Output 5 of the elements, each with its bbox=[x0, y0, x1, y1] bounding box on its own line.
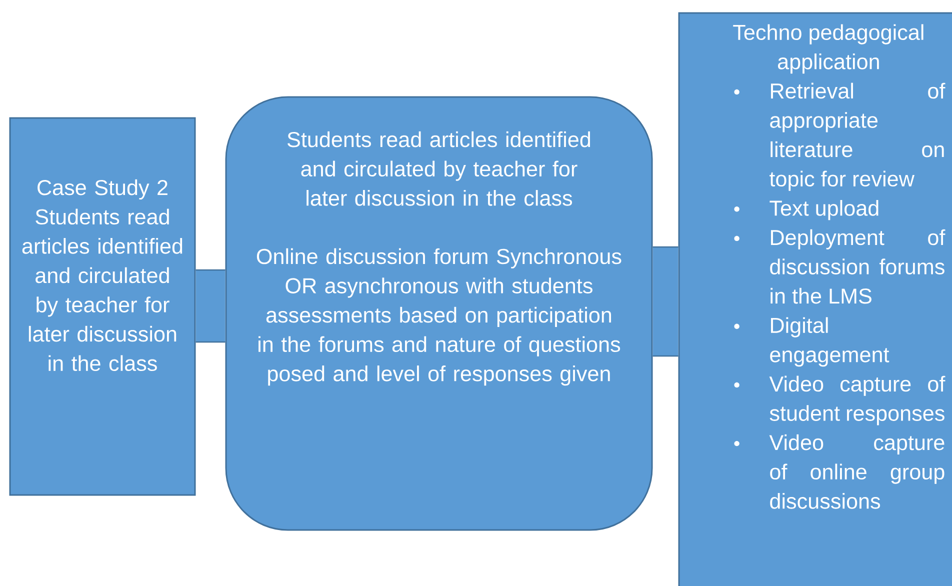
rounded-box: Students read articles identified and circulated by teacher for later discussion in the class Online discussion forum Synchronous OR asynchronous with students assessments based on participation in the forums and nature of questions posed and level of responses given bbox=[225, 96, 653, 531]
bullet-list-box: Techno pedagogical application Retrieval of appropriate literature on topic for review Text upload Deployment of discussion forums in the LMS Digital engagement Video capture of student responses Video capture of online group discussions bbox=[678, 12, 952, 586]
connector-bar bbox=[652, 246, 678, 357]
text-box: Case Study 2 Students read articles identified and circulated by teacher for later discussion in the class bbox=[9, 117, 196, 496]
connector-bar bbox=[196, 269, 226, 343]
